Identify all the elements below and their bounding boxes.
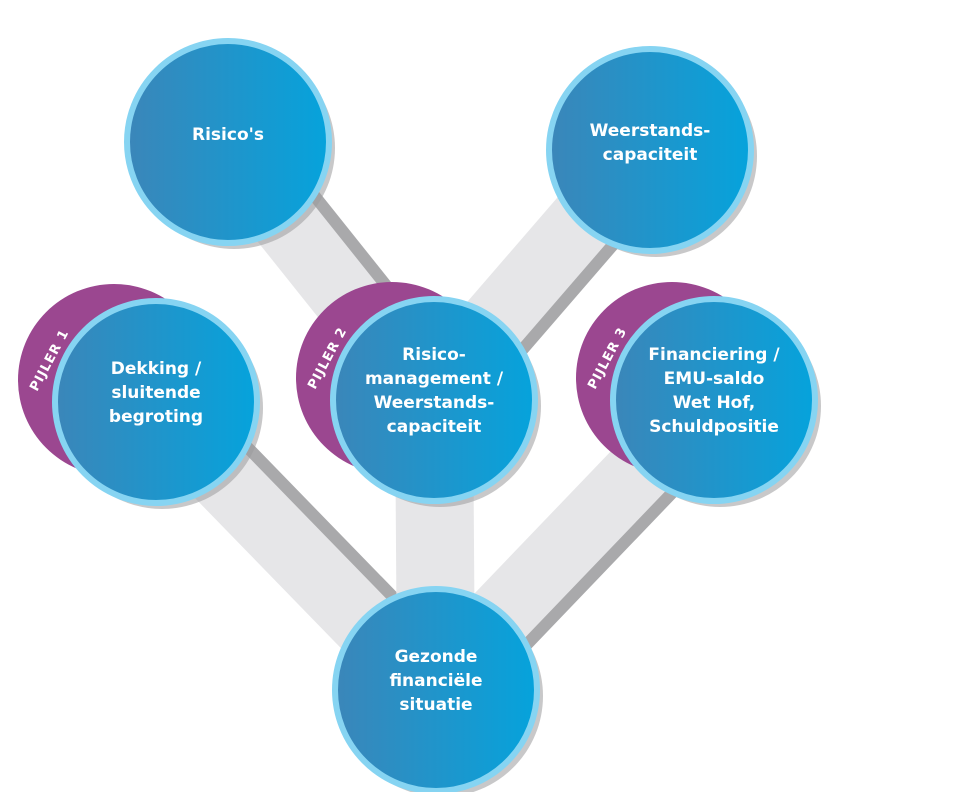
node-label-line: capaciteit — [603, 145, 698, 165]
node-circle — [546, 46, 754, 254]
node-label-line: sluitende — [111, 383, 200, 403]
node-label-line: Risico- — [402, 345, 466, 365]
node-circle — [124, 38, 332, 246]
node-label-line: Gezonde — [395, 647, 478, 667]
node-label-line: management / — [365, 369, 504, 389]
node-circle — [610, 296, 818, 504]
node-risicomanagement: Risico-management / Weerstands-capaciteit — [330, 296, 541, 507]
node-label-line: Risico's — [192, 125, 264, 145]
node-risicos: Risico's — [124, 38, 335, 249]
node-label-line: capaciteit — [387, 417, 482, 437]
node-label-line: Weerstands- — [374, 393, 495, 413]
node-label-line: Dekking / — [111, 359, 202, 379]
node-circle — [330, 296, 538, 504]
node-circle — [332, 586, 540, 792]
node-circle — [52, 298, 260, 506]
node-label-line: begroting — [109, 407, 203, 427]
node-label-line: Schuldpositie — [649, 417, 779, 437]
node-label-line: Financiering / — [648, 345, 780, 365]
node-gezonde: Gezonde financiële situatie — [332, 586, 543, 792]
node-label-line: situatie — [399, 695, 472, 715]
node-weerstandscapaciteit: Weerstands-capaciteit — [546, 46, 757, 257]
node-label-line: Weerstands- — [590, 121, 711, 141]
node-label-line: EMU-saldo — [664, 369, 765, 389]
node-dekking: Dekking / sluitende begroting — [52, 298, 263, 509]
node-label-line: Wet Hof, — [673, 393, 756, 413]
node-label-line: financiële — [389, 671, 482, 691]
